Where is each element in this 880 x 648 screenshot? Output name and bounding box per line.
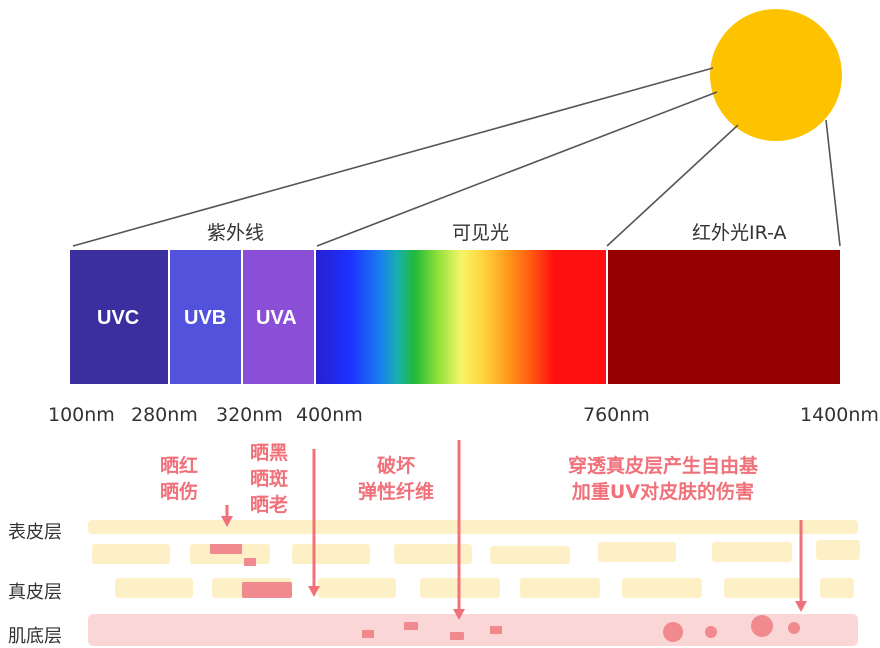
uvb-band (170, 250, 241, 384)
uvc-band (70, 250, 168, 384)
tick-100nm: 100nm (48, 404, 115, 426)
tick-320nm: 320nm (216, 404, 283, 426)
uvb-effect-line-2: 晒伤 (160, 481, 199, 503)
epidermis-cells (92, 540, 860, 564)
tick-280nm: 280nm (131, 404, 198, 426)
infrared-arrow (795, 520, 807, 612)
uva-arrow (308, 449, 320, 597)
visible-effect-line-2: 弹性纤维 (357, 481, 434, 503)
uvb-effect-line-1: 晒红 (160, 455, 199, 477)
visible-band (316, 250, 606, 384)
hypodermis-label: 肌底层 (8, 626, 62, 647)
tick-400nm: 400nm (296, 404, 363, 426)
visible-effect-line-1: 破坏 (376, 455, 415, 477)
visible-region-label: 可见光 (452, 222, 510, 244)
uv-region-label: 紫外线 (207, 222, 265, 244)
visible-arrow (453, 440, 465, 620)
uva-effect-line-1: 晒黑 (250, 442, 289, 464)
visible-effect: 破坏 弹性纤维 (348, 453, 444, 505)
dermis-label: 真皮层 (8, 582, 62, 603)
uva-effect: 晒黑 晒斑 晒老 (250, 440, 288, 518)
uva-label: UVA (256, 307, 297, 329)
tick-1400nm: 1400nm (800, 404, 879, 426)
uva-effect-line-3: 晒老 (250, 494, 289, 516)
damage-marks (210, 544, 800, 642)
sun-rays (72, 67, 841, 247)
dermis-cells (115, 578, 854, 598)
infrared-effect: 穿透真皮层产生自由基 加重UV对皮肤的伤害 (540, 453, 786, 505)
uva-band (243, 250, 314, 384)
uvb-label: UVB (184, 307, 227, 329)
uvc-label: UVC (97, 307, 140, 329)
infrared-region-label: 红外光IR-A (692, 222, 787, 244)
epidermis-label: 表皮层 (8, 522, 62, 543)
infrared-effect-line-2: 加重UV对皮肤的伤害 (571, 481, 755, 503)
sun (710, 9, 842, 141)
spectrum-bar (70, 250, 840, 384)
uva-effect-line-2: 晒斑 (250, 468, 289, 490)
tick-760nm: 760nm (583, 404, 650, 426)
uvb-arrow (221, 505, 233, 527)
uvb-effect: 晒红 晒伤 (160, 453, 198, 505)
hypodermis-layer (88, 614, 858, 646)
penetration-arrows (221, 440, 807, 620)
infrared-band (608, 250, 840, 384)
infrared-effect-line-1: 穿透真皮层产生自由基 (567, 455, 758, 477)
epidermis-top (88, 520, 858, 534)
skin-layers (88, 520, 860, 646)
